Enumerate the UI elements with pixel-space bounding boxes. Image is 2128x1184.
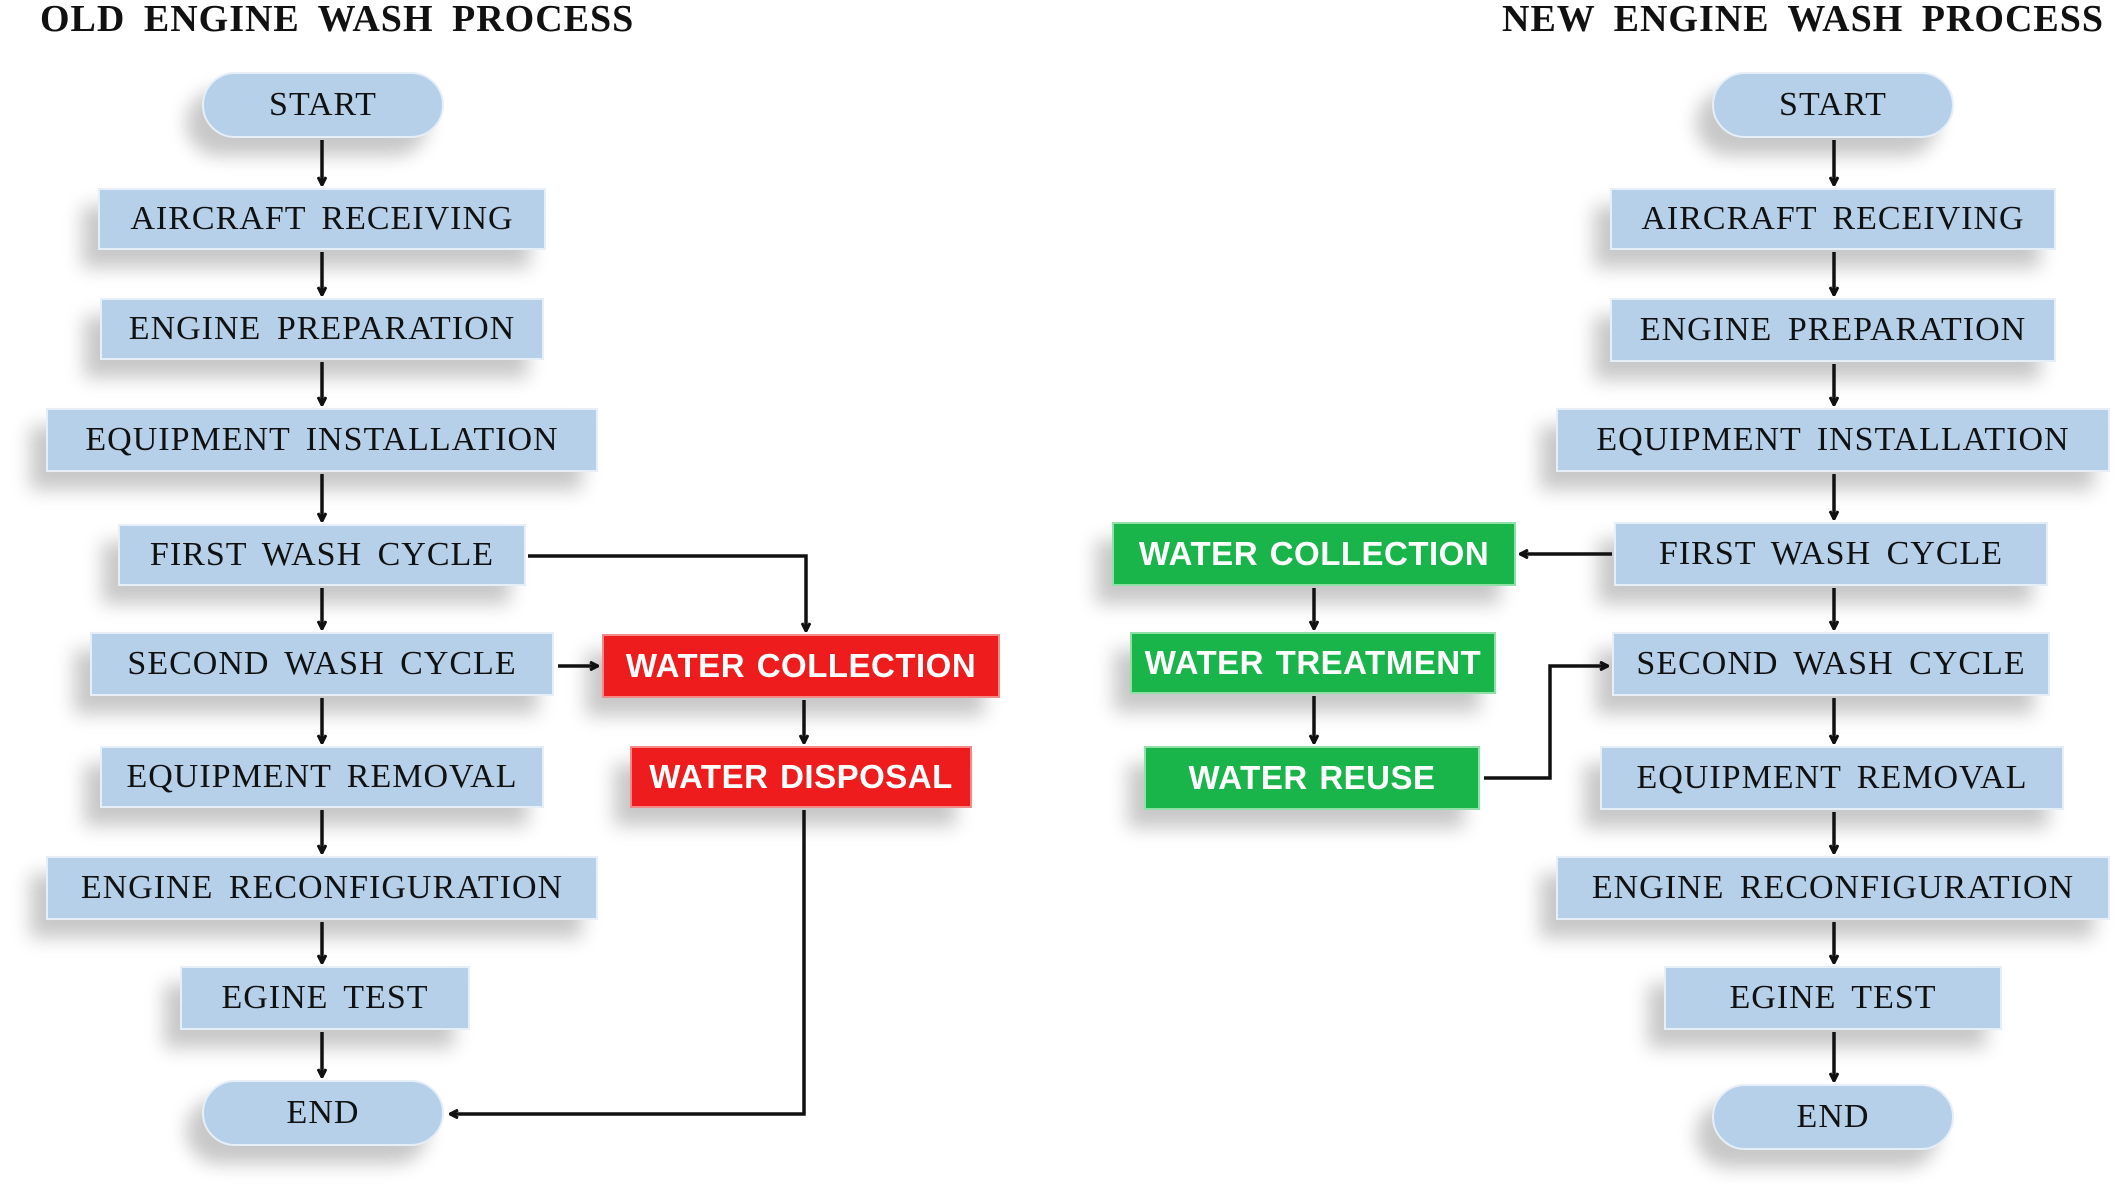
- old-first-wash-cycle-step: FIRST WASH CYCLE: [118, 524, 526, 586]
- new-water-reuse-step: WATER REUSE: [1144, 746, 1480, 810]
- new-engine-test-step: EGINE TEST: [1664, 966, 2002, 1030]
- old-second-wash-cycle-step: SECOND WASH CYCLE: [90, 632, 554, 696]
- new-arrow-reuse-to-second-wash: [1484, 666, 1608, 780]
- old-end-node: END: [202, 1080, 444, 1146]
- new-first-wash-cycle-step: FIRST WASH CYCLE: [1614, 522, 2048, 586]
- new-equipment-installation-step: EQUIPMENT INSTALLATION: [1556, 408, 2110, 472]
- new-engine-preparation-step: ENGINE PREPARATION: [1610, 298, 2056, 362]
- new-end-node: END: [1712, 1084, 1954, 1150]
- old-engine-test-step: EGINE TEST: [180, 966, 470, 1030]
- old-arrow-first-wash-to-collection: [528, 554, 806, 631]
- new-water-treatment-step: WATER TREATMENT: [1130, 632, 1496, 694]
- old-process-title: OLD ENGINE WASH PROCESS: [40, 0, 635, 40]
- old-start-node: START: [202, 72, 444, 138]
- old-equipment-installation-step: EQUIPMENT INSTALLATION: [46, 408, 598, 472]
- new-equipment-removal-step: EQUIPMENT REMOVAL: [1600, 746, 2064, 810]
- new-engine-reconfiguration-step: ENGINE RECONFIGURATION: [1556, 856, 2110, 920]
- new-start-node: START: [1712, 72, 1954, 138]
- old-aircraft-receiving-step: AIRCRAFT RECEIVING: [98, 188, 546, 250]
- old-water-collection-step: WATER COLLECTION: [602, 634, 1000, 698]
- old-water-disposal-step: WATER DISPOSAL: [630, 746, 972, 808]
- old-engine-preparation-step: ENGINE PREPARATION: [100, 298, 544, 360]
- new-water-collection-step: WATER COLLECTION: [1112, 522, 1516, 586]
- new-aircraft-receiving-step: AIRCRAFT RECEIVING: [1610, 188, 2056, 250]
- new-second-wash-cycle-step: SECOND WASH CYCLE: [1612, 632, 2050, 696]
- old-equipment-removal-step: EQUIPMENT REMOVAL: [100, 746, 544, 808]
- old-engine-reconfiguration-step: ENGINE RECONFIGURATION: [46, 856, 598, 920]
- new-process-title: NEW ENGINE WASH PROCESS: [1502, 0, 2105, 40]
